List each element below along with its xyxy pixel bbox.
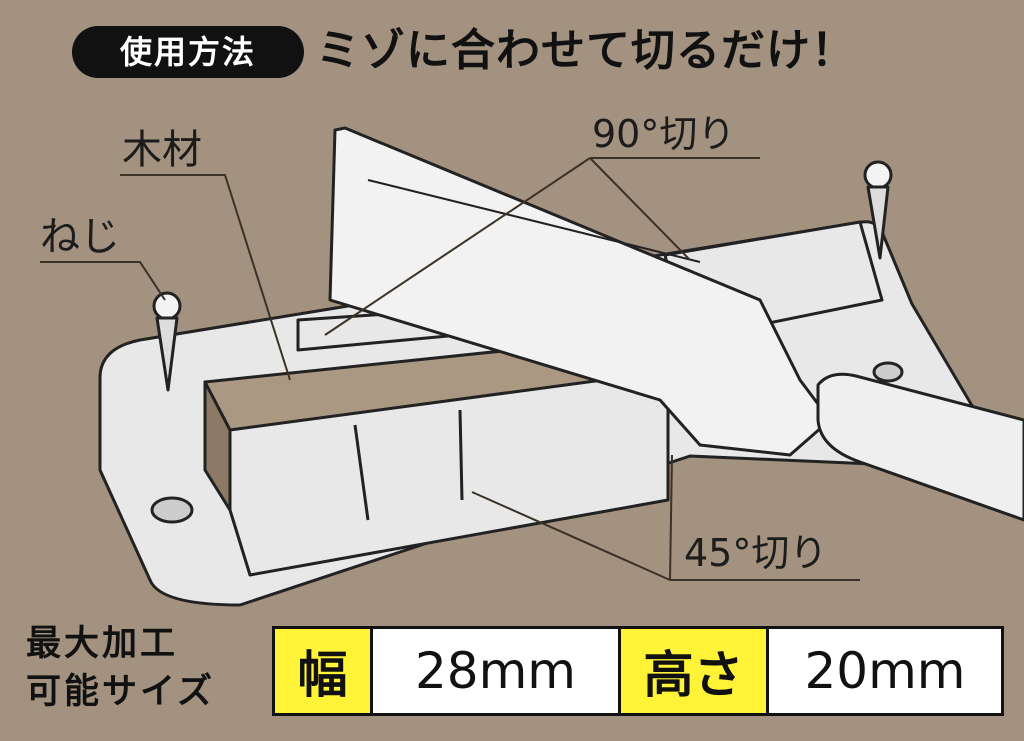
usage-title: ミゾに合わせて切るだけ！: [316, 25, 856, 76]
max-size-label-line2: 可能サイズ: [26, 672, 215, 712]
slot-left: [353, 424, 370, 521]
leader-wood: [120, 174, 291, 381]
usage-badge: 使用方法: [72, 26, 304, 78]
height-key: 高さ: [621, 629, 769, 713]
max-size-label: 最大加工 可能サイズ: [26, 620, 258, 716]
saw-back-line: [367, 179, 701, 263]
label-cut45: 45°切り: [684, 531, 827, 575]
label-cut90: 90°切り: [592, 112, 735, 156]
width-key: 幅: [275, 629, 373, 713]
height-value: 20mm: [804, 642, 966, 700]
screw-right-shank: [866, 185, 890, 260]
screw-left-head: [152, 291, 182, 321]
width-value: 28mm: [373, 629, 621, 713]
screw-hole-right: [872, 361, 904, 383]
miter-box-illustration: ねじ 木材 90°切り 45°切り: [40, 112, 1024, 607]
leader-screw: [40, 261, 166, 301]
label-wood: 木材: [122, 127, 202, 173]
saw-blade: [328, 126, 832, 457]
leader-45: [471, 454, 860, 581]
saw-handle: [816, 372, 1024, 522]
screw-left-shank: [155, 316, 179, 392]
screw-hole-left: [150, 496, 194, 524]
max-size-table: 幅 28mm 高さ 20mm: [272, 626, 1004, 716]
max-size-label-line1: 最大加工: [26, 624, 179, 664]
label-screw: ねじ: [40, 214, 120, 260]
leader-90: [324, 157, 760, 336]
screw-right-head: [863, 160, 893, 190]
slot-mid: [458, 409, 464, 501]
